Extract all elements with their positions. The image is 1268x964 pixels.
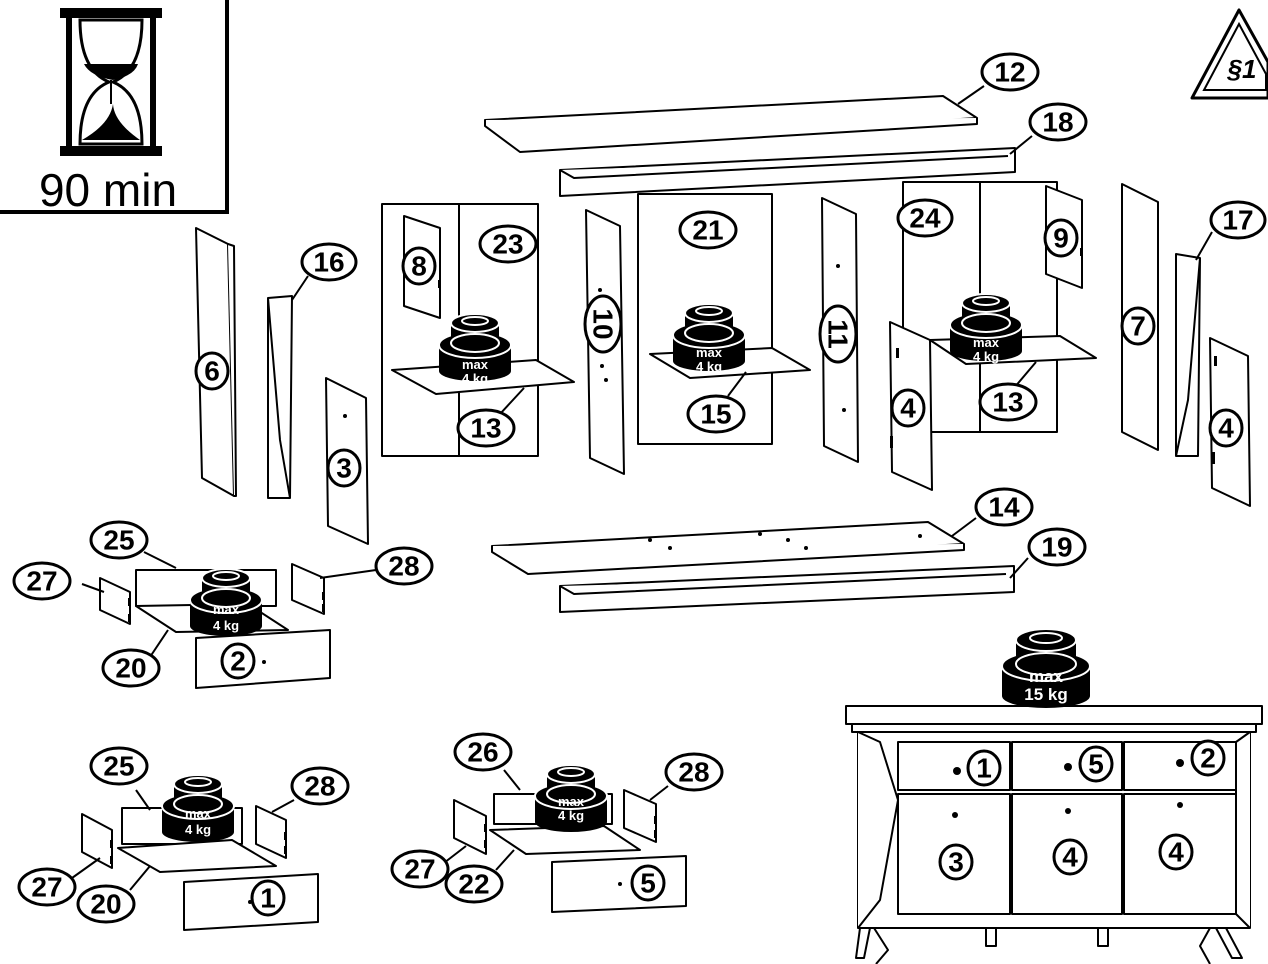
part-label-7: 7 xyxy=(1130,311,1146,342)
svg-text:4 kg: 4 kg xyxy=(213,618,239,633)
part-label-8: 8 xyxy=(411,251,427,282)
sideboard-label-4-middle: 4 xyxy=(1062,842,1078,873)
part-label-27-b: 27 xyxy=(31,872,62,903)
sideboard-label-3: 3 xyxy=(948,847,964,878)
part-label-24: 24 xyxy=(909,203,941,234)
svg-text:max: max xyxy=(973,335,1000,350)
part-label-28-a: 28 xyxy=(388,551,419,582)
part-label-19: 19 xyxy=(1041,532,1072,563)
panel-17 xyxy=(1175,253,1201,457)
part-label-1-b: 1 xyxy=(260,883,276,914)
weight-icon-drawer-b: max 4 kg xyxy=(161,774,235,843)
warning-badge-text: §1 xyxy=(1227,54,1257,84)
svg-text:max: max xyxy=(558,794,585,809)
part-label-12: 12 xyxy=(994,57,1025,88)
sideboard-label-1: 1 xyxy=(976,753,992,784)
sideboard-label-5: 5 xyxy=(1088,749,1104,780)
svg-text:max: max xyxy=(213,602,240,617)
svg-text:4 kg: 4 kg xyxy=(696,359,722,374)
part-label-13-left: 13 xyxy=(470,413,501,444)
assembly-time-box: 90 min xyxy=(0,0,229,216)
part-label-27-c: 27 xyxy=(404,854,435,885)
sideboard-label-2: 2 xyxy=(1200,743,1216,774)
part-label-20-a: 20 xyxy=(115,653,146,684)
svg-text:max: max xyxy=(696,345,723,360)
svg-text:max: max xyxy=(185,806,212,821)
part-label-23: 23 xyxy=(492,229,523,260)
weight-icon-drawer-a: max 4 kg xyxy=(189,568,263,637)
part-label-5-c: 5 xyxy=(640,868,656,899)
part-label-28-b: 28 xyxy=(304,771,335,802)
weight-icon-sideboard: max 15 kg xyxy=(1001,628,1091,709)
part-label-26: 26 xyxy=(467,737,498,768)
svg-text:4 kg: 4 kg xyxy=(185,822,211,837)
weight-icon-right: max 4 kg xyxy=(949,293,1023,364)
part-label-13-right: 13 xyxy=(992,387,1023,418)
part-label-25-a: 25 xyxy=(103,525,134,556)
svg-text:4 kg: 4 kg xyxy=(973,349,999,364)
part-label-22: 22 xyxy=(458,869,489,900)
svg-text:max: max xyxy=(462,357,489,372)
svg-text:4 kg: 4 kg xyxy=(462,371,488,386)
panel-14 xyxy=(491,521,965,575)
part-label-11: 11 xyxy=(823,319,854,349)
part-label-27-a: 27 xyxy=(26,566,57,597)
part-label-3: 3 xyxy=(336,453,352,484)
svg-text:15 kg: 15 kg xyxy=(1024,685,1067,704)
panel-19 xyxy=(559,565,1015,613)
weight-icon-middle: max 4 kg xyxy=(672,303,746,374)
weight-icon-left: max 4 kg xyxy=(438,313,512,386)
part-label-20-b: 20 xyxy=(90,889,121,920)
part-label-18: 18 xyxy=(1042,107,1073,138)
weight-icon-drawer-c: max 4 kg xyxy=(534,764,608,833)
part-label-15: 15 xyxy=(700,399,731,430)
part-label-17: 17 xyxy=(1222,205,1253,236)
warning-badge: §1 xyxy=(1190,8,1268,100)
part-label-14: 14 xyxy=(988,492,1020,523)
assembly-time-text: 90 min xyxy=(39,164,177,216)
part-label-10: 10 xyxy=(588,308,619,339)
panel-16 xyxy=(267,295,293,499)
part-label-9: 9 xyxy=(1053,223,1069,254)
hourglass-icon xyxy=(60,8,162,156)
panel-12 xyxy=(484,95,978,153)
part-label-16: 16 xyxy=(313,247,344,278)
part-label-4-right: 4 xyxy=(1218,413,1234,444)
part-label-4-middle: 4 xyxy=(900,393,916,424)
part-label-21: 21 xyxy=(692,215,723,246)
part-label-6: 6 xyxy=(204,356,220,387)
sideboard-label-4-right: 4 xyxy=(1168,837,1184,868)
part-label-2-a: 2 xyxy=(230,646,246,677)
svg-text:max: max xyxy=(1029,667,1064,686)
panel-18 xyxy=(559,147,1016,197)
part-label-28-c: 28 xyxy=(678,757,709,788)
svg-text:4 kg: 4 kg xyxy=(558,808,584,823)
part-label-25-b: 25 xyxy=(103,751,134,782)
